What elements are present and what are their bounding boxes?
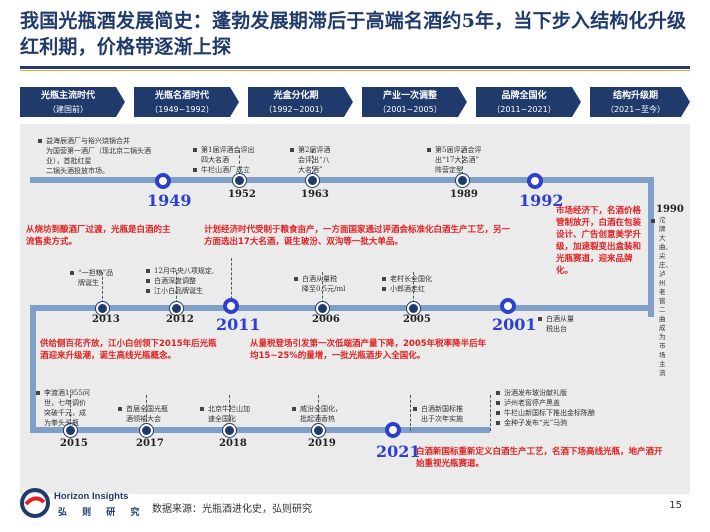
year-2013: 2013 — [92, 314, 120, 325]
year-2006: 2006 — [312, 314, 340, 325]
year-1990: 1990 — [656, 204, 684, 215]
year-1963: 1963 — [301, 189, 329, 200]
event-2018: 北京牛栏山加速全国化 — [200, 404, 270, 424]
timeline-track-turn1 — [648, 177, 654, 317]
year-2011: 2011 — [216, 315, 261, 334]
event-prewar: 益海辰酒厂与裕兴烧锅合并为国营第一酒厂（现北京二锅头酒业），首批红星二锅头酒投放… — [38, 136, 168, 176]
event-2012: 12月中央八项规定,白酒深度调整江小白品牌诞生 — [146, 266, 236, 296]
horizon-insights-logo — [20, 488, 50, 518]
tick-2021-standard — [410, 395, 411, 431]
tick-2018 — [229, 395, 230, 431]
event-2015: 李渡酒1955问世，七年调价突破千元，成为拳头头瓶 — [36, 388, 96, 428]
note-new-standard: 白酒新国标重新定义白酒生产工艺，名酒下场高线光瓶，地产酒开始重视光瓶赛道。 — [416, 447, 663, 469]
timeline-track-row2 — [30, 305, 654, 311]
milestone-1952-marker — [233, 174, 246, 187]
tick-2013 — [102, 272, 103, 308]
year-2021: 2021 — [376, 442, 421, 461]
event-2019: 威汾全国化，批起酒香热 — [292, 404, 362, 424]
tick-2017 — [146, 395, 147, 431]
page-title: 我国光瓶酒发展简史：蓬勃发展期滞后于高端名酒约5年，当下步入结构化升级红利期，价… — [20, 10, 687, 58]
year-2005: 2005 — [403, 314, 431, 325]
milestone-2015-marker — [64, 424, 77, 437]
event-1990: 沱牌大曲、尖庄、泸州老窖二曲成为市场主流 — [651, 216, 672, 378]
title-divider — [20, 66, 690, 69]
year-2001: 2001 — [492, 315, 537, 334]
era-1: 光瓶主流时代（建国前） — [20, 87, 125, 117]
tick-1963 — [312, 150, 313, 180]
milestone-2001-marker — [500, 298, 516, 314]
brand-name-cn: 弘 则 研 究 — [58, 508, 146, 518]
event-2005: 老村长全国化小郎酒走红 — [382, 274, 452, 294]
event-1989: 第5届评酒会评出“17大名酒”阵营定型 — [427, 145, 507, 175]
milestone-2013-marker — [96, 302, 109, 315]
timeline-track-row1 — [30, 177, 654, 183]
milestone-1949-marker — [155, 173, 171, 189]
milestone-2006-marker — [316, 302, 329, 315]
tick-2015 — [70, 395, 71, 431]
tick-1989 — [462, 150, 463, 180]
note-volume-tax: 从量税登场引发第一次低端酒产量下降，2005年税率降半后年均15~25%的量增，… — [250, 339, 487, 361]
event-2021-standard: 白酒新国标推出于次年实施 — [413, 404, 485, 424]
tick-2011 — [231, 258, 232, 304]
milestone-1992-marker — [527, 173, 543, 189]
tick-2012 — [176, 272, 177, 308]
era-5: 品牌全国化（2011~2021） — [476, 87, 581, 117]
tick-2021-upgrades — [490, 395, 491, 431]
era-2: 光瓶名酒时代（1949~1992） — [134, 87, 239, 117]
event-2017: 首届全国光瓶酒领袖大会 — [118, 404, 188, 424]
tick-1952 — [239, 150, 240, 180]
tick-2019 — [318, 395, 319, 431]
year-2012: 2012 — [166, 314, 194, 325]
year-2017: 2017 — [136, 438, 164, 449]
milestone-2017-marker — [140, 424, 153, 437]
event-1963: 第2届评酒会评出“八大名酒” — [290, 145, 360, 175]
tick-2005 — [413, 272, 414, 308]
year-1992: 1992 — [519, 191, 564, 210]
brand-name: Horizon Insights — [54, 491, 129, 502]
note-planned-economy: 计划经济时代受制于粮食亩产，一方面国家通过评酒会标准化白酒生产工艺，另一方面选出… — [204, 225, 511, 247]
era-6: 结构升级期（2021~至今） — [590, 87, 690, 117]
milestone-2019-marker — [312, 424, 325, 437]
era-4: 产业一次调整（2001~2005） — [362, 87, 467, 117]
note-supply-side: 供给侧百花齐放，江小白创领下2015年后光瓶酒迎来升级潮，诞生高线光瓶概念。 — [40, 339, 217, 361]
milestone-2018-marker — [223, 424, 236, 437]
milestone-1963-marker — [306, 174, 319, 187]
year-1952: 1952 — [228, 189, 256, 200]
year-2019: 2019 — [308, 438, 336, 449]
page-number: 15 — [669, 500, 682, 511]
milestone-1989-marker — [456, 174, 469, 187]
era-3: 光盒分化期（1992~2001） — [248, 87, 353, 117]
title-divider-accent — [20, 70, 690, 71]
data-source: 数据来源：光瓶酒进化史，弘则研究 — [152, 504, 312, 515]
event-2013: “一担粮”品牌诞生 — [70, 268, 130, 288]
milestone-2012-marker — [170, 302, 183, 315]
year-2015: 2015 — [60, 438, 88, 449]
event-2006: 白酒从量税降至0.5元/ml — [294, 274, 364, 294]
year-1949: 1949 — [147, 191, 192, 210]
timeline-track-row3 — [30, 427, 490, 433]
year-2018: 2018 — [219, 438, 247, 449]
milestone-2005-marker — [407, 302, 420, 315]
event-1952: 第1届评酒会评出四大名酒牛栏山酒厂成立 — [193, 145, 273, 175]
event-2021-upgrades: 汾酒发布玻汾献礼版泸州老窖停产黑盖牛栏山新国标下推出金标陈酿金种子发布“光”马驹 — [496, 388, 666, 428]
timeline-track-turn2 — [30, 305, 36, 433]
year-1989: 1989 — [450, 189, 478, 200]
milestone-2021-marker — [385, 422, 401, 438]
milestone-2011-marker — [223, 298, 239, 314]
event-2001: 白酒从量税出台 — [538, 314, 598, 334]
tick-2006 — [322, 272, 323, 308]
note-market-economy: 市场经济下，名酒价格管制放开，白酒在包装设计、广告创意美学升级，加速裂变出盒装和… — [556, 206, 642, 276]
note-prewar: 从烧坊到酿酒厂过渡，光瓶是白酒的主流售卖方式。 — [26, 225, 171, 247]
